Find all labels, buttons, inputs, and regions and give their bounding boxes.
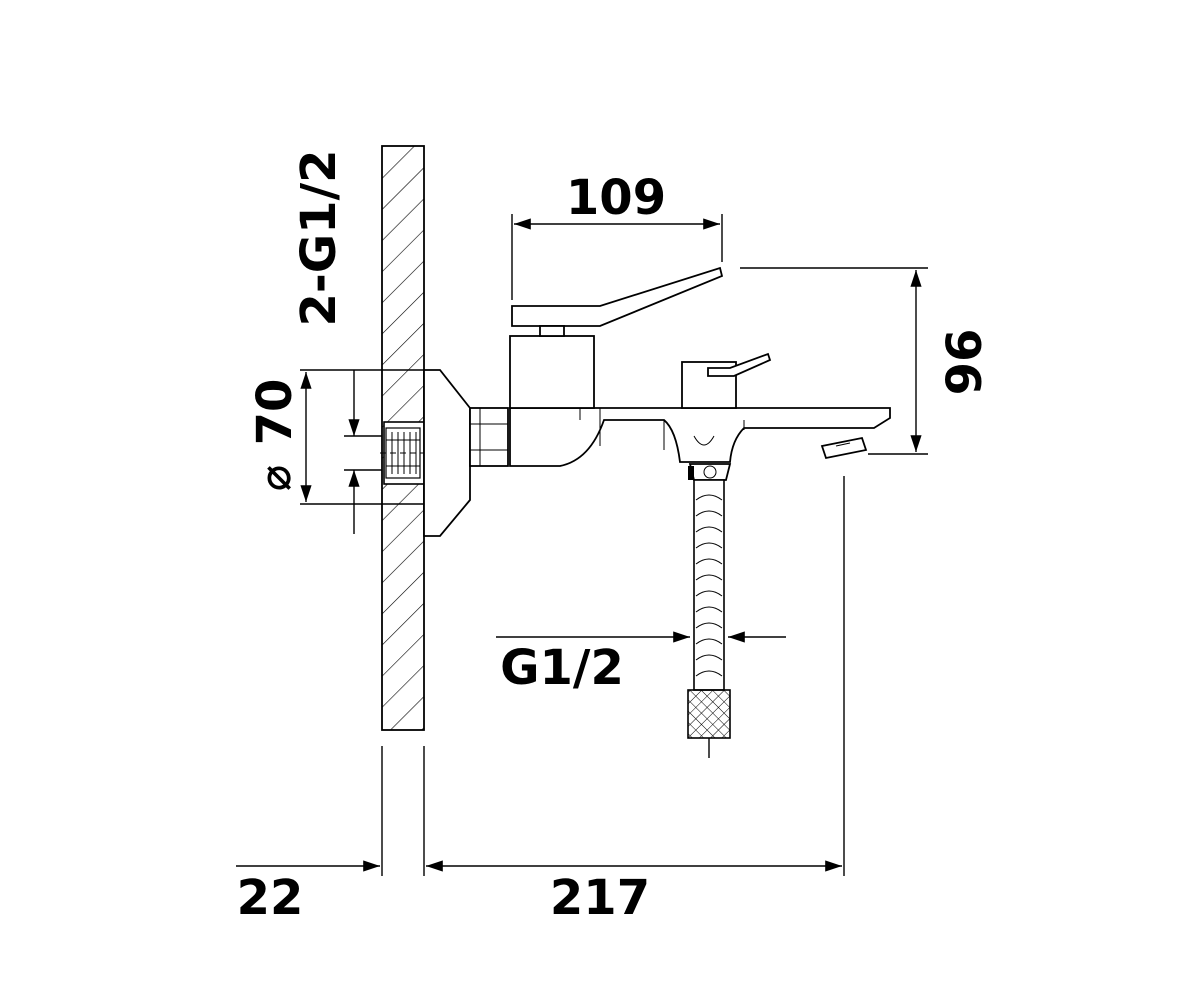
lever-handle bbox=[511, 266, 724, 327]
dimension-wall-thickness: 22 bbox=[236, 746, 425, 926]
diverter-lever bbox=[707, 352, 772, 377]
handle-reach-label: 109 bbox=[566, 170, 666, 226]
dimension-projection: 217 bbox=[426, 476, 845, 926]
flange bbox=[423, 369, 471, 537]
dimension-hose-thread: G1/2 bbox=[496, 631, 786, 696]
dimension-handle-reach: 109 bbox=[511, 170, 723, 300]
flange-diameter-label: 70 bbox=[247, 379, 303, 446]
cartridge-housing bbox=[509, 335, 595, 409]
wall-section bbox=[380, 145, 440, 731]
dimension-spout-height: 96 bbox=[740, 267, 993, 455]
wall-thickness-label: 22 bbox=[237, 870, 304, 926]
dimension-inlet-thread: 2-G1/2 bbox=[291, 149, 382, 534]
spout-height-label: 96 bbox=[937, 329, 993, 396]
dimension-flange-diameter: ⌀ 70 bbox=[247, 369, 424, 505]
hose-thread-label: G1/2 bbox=[500, 640, 624, 696]
faucet-assembly bbox=[423, 266, 891, 537]
mixer-body bbox=[509, 407, 891, 467]
inlet-thread-label: 2-G1/2 bbox=[291, 149, 347, 326]
hex-nut bbox=[469, 407, 509, 467]
hose-connector bbox=[687, 689, 731, 739]
shower-hose bbox=[687, 463, 732, 758]
projection-label: 217 bbox=[550, 870, 650, 926]
spout-aerator bbox=[820, 436, 868, 460]
diameter-symbol: ⌀ bbox=[250, 465, 301, 492]
